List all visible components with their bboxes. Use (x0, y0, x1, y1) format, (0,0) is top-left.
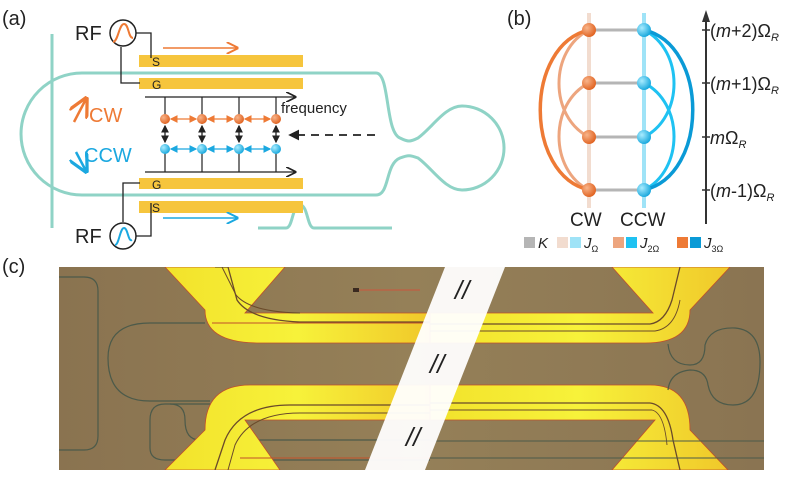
ccw-site (637, 23, 651, 37)
cw-site (582, 130, 596, 144)
mode-lattice (160, 97, 281, 172)
j2-coupling-cw (557, 28, 590, 139)
label-s-top: S (152, 55, 160, 69)
level-label: (m+2)ΩR (710, 21, 779, 44)
sine-wave-icon (112, 22, 134, 43)
break-mark: // (404, 422, 423, 452)
panel-b-label: (b) (507, 8, 531, 30)
j2-coupling-ccw (643, 81, 676, 192)
ccw-site (637, 183, 651, 197)
rf-source-bottom: RF (75, 222, 137, 250)
rf-label-bottom: RF (75, 226, 102, 248)
panel-a: (a) S G G S RF RF (2, 8, 506, 250)
legend-swatch (524, 237, 535, 248)
break-mark: // (453, 275, 472, 305)
j3-coupling-ccw (643, 28, 695, 192)
legend-label: K (538, 235, 549, 252)
cw-mode (234, 114, 244, 124)
cw-column-label: CW (570, 210, 602, 231)
ccw-site (637, 76, 651, 90)
electrode-top-ground (139, 78, 303, 89)
panel-c-label: (c) (2, 256, 25, 278)
rf-source-top: RF (75, 19, 137, 47)
electrode-top-signal (139, 55, 303, 67)
ccw-mode (234, 144, 244, 154)
ccw-mode (271, 144, 281, 154)
rf-label-top: RF (75, 23, 102, 45)
level-labels: (m+2)ΩR (m+1)ΩR mΩR (m-1)ΩR (702, 21, 779, 204)
ccw-label: CCW (84, 145, 132, 167)
j3-coupling-cw (538, 28, 590, 192)
racetrack-resonator (19, 71, 506, 197)
ccw-column-label: CCW (620, 210, 665, 231)
legend-swatch (570, 237, 581, 248)
level-label: (m-1)ΩR (710, 181, 774, 204)
break-mark: // (428, 349, 447, 379)
j2-coupling-cw (557, 81, 590, 192)
synthetic-lattice (538, 23, 695, 197)
ccw-mode (197, 144, 207, 154)
panel-b: (b) CW CCW (m+2)ΩR (m+1)ΩR mΩR (m-1)ΩR K JΩ J… (507, 8, 779, 254)
ccw-site (637, 130, 651, 144)
electrode-bottom-signal (139, 201, 303, 213)
label-g-bottom: G (152, 178, 161, 192)
cw-label: CW (89, 105, 122, 127)
j2-coupling-ccw (643, 28, 676, 139)
microscope-image (59, 267, 764, 470)
label-s-bottom: S (152, 201, 160, 215)
panel-c: (c) (2, 256, 764, 470)
legend-label: JΩ (583, 235, 599, 254)
cw-site (582, 23, 596, 37)
legend-swatch (613, 237, 624, 248)
cw-site (582, 183, 596, 197)
ccw-arrow-icon (76, 152, 86, 171)
cw-mode (197, 114, 207, 124)
panel-a-label: (a) (2, 8, 26, 30)
label-g-top: G (152, 78, 161, 92)
legend-swatch (626, 237, 637, 248)
level-label: mΩR (710, 128, 746, 151)
axis-arrowhead-icon (702, 10, 710, 22)
legend-swatch (690, 237, 701, 248)
cw-arrow-icon (74, 99, 86, 123)
electrode-bottom-ground (139, 178, 303, 189)
level-label: (m+1)ΩR (710, 74, 779, 97)
ccw-mode (160, 144, 170, 154)
cw-site (582, 76, 596, 90)
legend: K JΩ J2Ω J3Ω (524, 235, 724, 254)
frequency-label: frequency (281, 100, 347, 117)
break-marks: // // // (404, 275, 472, 452)
sine-wave-icon (114, 226, 133, 246)
legend-label: J3Ω (703, 235, 724, 254)
cw-mode (271, 114, 281, 124)
legend-swatch (677, 237, 688, 248)
legend-swatch (557, 237, 568, 248)
legend-label: J2Ω (639, 235, 660, 254)
cw-mode (160, 114, 170, 124)
